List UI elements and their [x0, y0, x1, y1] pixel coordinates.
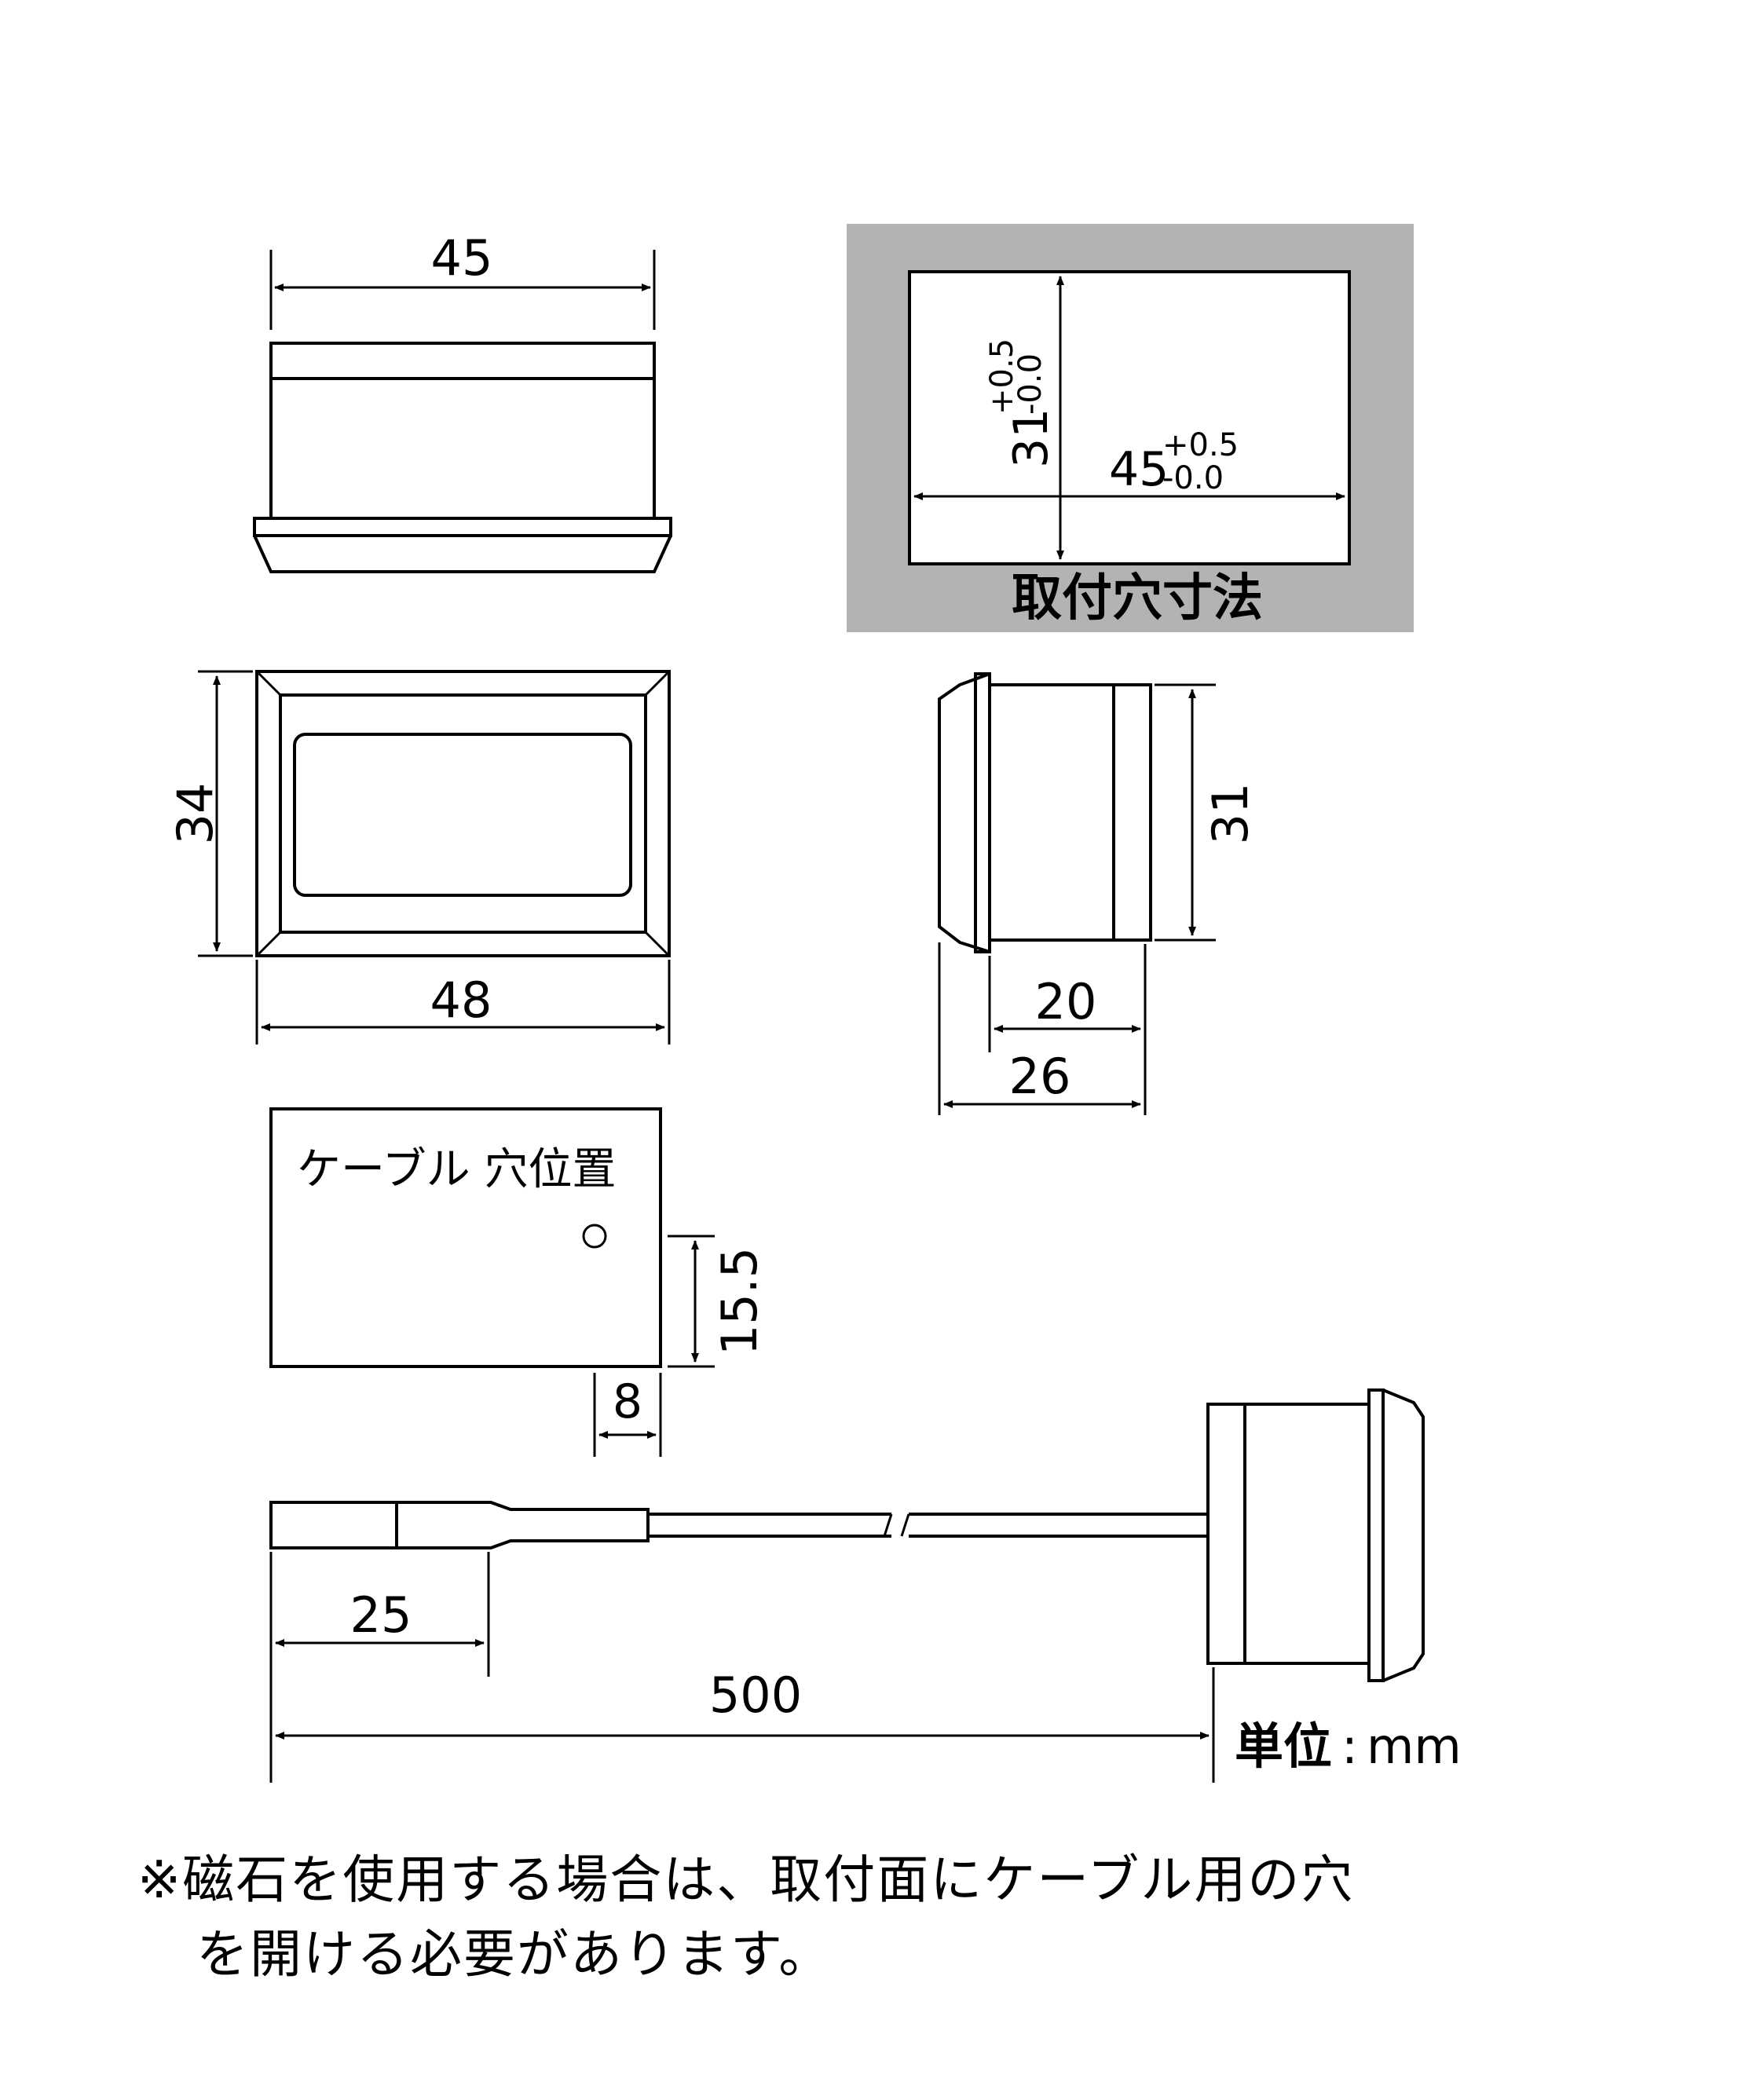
side-total-depth-label: 26	[1009, 1048, 1071, 1105]
note-line-1: ※磁石を使用する場合は、取付面にケーブル用の穴	[137, 1849, 1355, 1910]
probe-length-label: 25	[350, 1586, 412, 1644]
front-view: 45	[253, 229, 672, 573]
unit-label: 単位	[1235, 1718, 1332, 1775]
mounting-hole-panel: 31 +0.5 -0.0 45 +0.5 -0.0 取付穴寸法	[847, 224, 1414, 632]
face-width-label: 48	[430, 971, 492, 1029]
cable-hole-view: ケーブル 穴位置 15.5 8	[269, 1107, 768, 1457]
cable-hole-title: ケーブル 穴位置	[297, 1144, 616, 1195]
hole-width-tol-minus: -0.0	[1162, 460, 1224, 496]
side-height-label: 31	[1202, 783, 1259, 845]
cable-hole-height-label: 15.5	[711, 1247, 768, 1355]
unit-colon: :	[1341, 1718, 1358, 1775]
unit-value: mm	[1367, 1718, 1462, 1775]
hole-width-value: 45	[1109, 442, 1169, 497]
mounting-hole-title: 取付穴寸法	[1012, 569, 1263, 627]
cable-hole-offset-label: 8	[613, 1374, 642, 1429]
face-height-label: 34	[167, 783, 224, 845]
hole-height-tol-plus: +0.5	[984, 338, 1020, 415]
hole-width-tol-plus: +0.5	[1162, 427, 1239, 463]
note-line-2: を開ける必要があります。	[196, 1924, 833, 1985]
face-view: 34 48	[167, 670, 671, 1045]
side-body-depth-label: 20	[1035, 973, 1097, 1030]
front-width-label: 45	[431, 229, 493, 287]
hole-height-value: 31	[1004, 408, 1059, 468]
cable-hole-marker	[582, 1224, 607, 1249]
cable-length-label: 500	[709, 1666, 802, 1724]
cable-view: 25 500	[269, 1388, 1425, 1783]
side-view: 31 20 26	[938, 672, 1259, 1115]
hole-height-tol-minus: -0.0	[1012, 353, 1049, 415]
